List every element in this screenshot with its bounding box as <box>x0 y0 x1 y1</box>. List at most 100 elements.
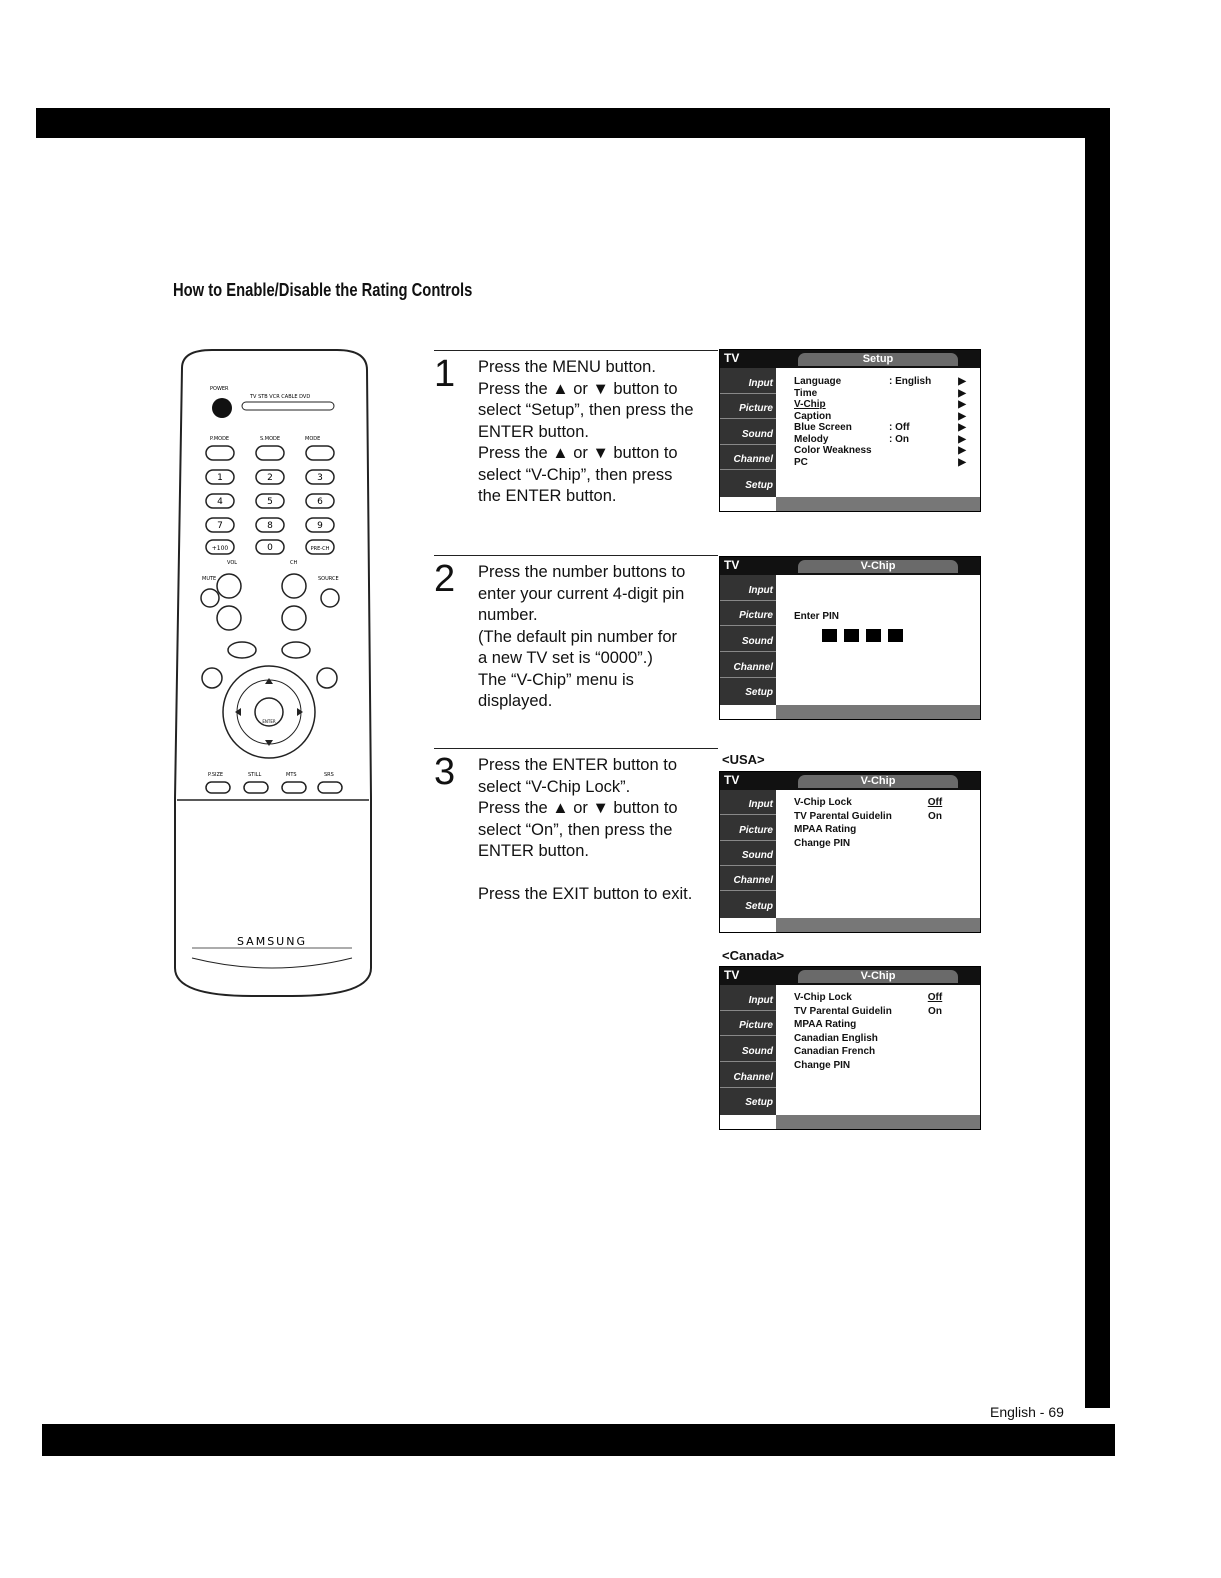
osd-sidebar-picture[interactable]: Picture <box>720 815 776 841</box>
osd-menu-row-vchip[interactable]: V-Chip▶ <box>794 399 966 411</box>
number-button-6[interactable] <box>305 493 335 509</box>
step-line: number. <box>478 606 538 624</box>
osd-menu-row-blue-screen[interactable]: Blue Screen: Off▶ <box>794 422 966 434</box>
osd-menu-row-pc[interactable]: PC▶ <box>794 457 966 469</box>
direction-pad[interactable] <box>222 665 316 759</box>
osd-sidebar-channel[interactable]: Channel <box>720 866 776 892</box>
number-label-5: 5 <box>267 497 273 507</box>
osd-sidebar-sound[interactable]: Sound <box>720 1036 776 1063</box>
osd-sidebar: Input Picture Sound Channel Setup <box>720 985 776 1115</box>
exit-button[interactable] <box>281 641 311 659</box>
menu-item-label: TV Parental Guidelin <box>794 1005 892 1017</box>
s-mode-button[interactable] <box>255 445 285 461</box>
srs-button[interactable] <box>317 781 343 794</box>
osd-sidebar-input[interactable]: Input <box>720 368 776 394</box>
menu-item-label: V-Chip <box>794 399 826 410</box>
number-button-1[interactable] <box>205 469 235 485</box>
osd-sidebar-label: Channel <box>733 1071 773 1083</box>
osd-row-change-pin[interactable]: Change PIN <box>794 837 966 851</box>
osd-tv-label: TV <box>724 351 740 365</box>
osd-sidebar-channel[interactable]: Channel <box>720 445 776 470</box>
still-button[interactable] <box>243 781 269 794</box>
ch-down-button[interactable] <box>281 605 307 631</box>
number-button-0[interactable] <box>255 539 285 555</box>
number-label-2: 2 <box>267 473 273 483</box>
mts-button[interactable] <box>281 781 307 794</box>
number-button-2[interactable] <box>255 469 285 485</box>
power-button[interactable] <box>212 398 232 418</box>
osd-sidebar-sound[interactable]: Sound <box>720 841 776 866</box>
number-button-5[interactable] <box>255 493 285 509</box>
psize-button[interactable] <box>205 781 231 794</box>
submenu-arrow-icon: ▶ <box>958 422 966 433</box>
osd-sidebar-setup[interactable]: Setup <box>720 470 776 495</box>
osd-sidebar-setup[interactable]: Setup <box>720 891 776 915</box>
ch-up-button[interactable] <box>281 573 307 599</box>
vol-up-button[interactable] <box>216 573 242 599</box>
osd-footer-bar <box>776 918 980 932</box>
step-number: 2 <box>434 558 456 600</box>
mode-button[interactable] <box>305 445 335 461</box>
osd-sidebar-picture[interactable]: Picture <box>720 601 776 627</box>
osd-row-mpaa-rating[interactable]: MPAA Rating <box>794 823 966 837</box>
antenna-button[interactable] <box>201 667 223 689</box>
menu-item-value <box>889 411 956 423</box>
osd-sidebar-input[interactable]: Input <box>720 790 776 816</box>
pin-input[interactable] <box>822 629 966 642</box>
enter-button[interactable] <box>254 697 284 727</box>
step-line: select “V-Chip”, then press <box>478 465 673 484</box>
osd-row-canadian-french[interactable]: Canadian French <box>794 1045 966 1059</box>
osd-sidebar-channel[interactable]: Channel <box>720 1062 776 1088</box>
osd-menu-row-caption[interactable]: Caption▶ <box>794 411 966 423</box>
number-button-9[interactable] <box>305 517 335 533</box>
osd-titlebar: TV V-Chip <box>720 772 980 790</box>
number-button-plus100[interactable] <box>205 539 235 555</box>
osd-sidebar-picture[interactable]: Picture <box>720 1011 776 1037</box>
osd-row-canadian-english[interactable]: Canadian English <box>794 1032 966 1046</box>
osd-menu-row-melody[interactable]: Melody: On▶ <box>794 434 966 446</box>
osd-menu-row-time[interactable]: Time▶ <box>794 388 966 400</box>
pre-ch-label: PRE-CH <box>311 546 330 552</box>
top-border-bar <box>36 108 1110 138</box>
menu-item-value: On <box>928 810 942 822</box>
info-button[interactable] <box>316 667 338 689</box>
step-line: select “Setup”, then press the <box>478 401 694 419</box>
osd-sidebar-sound[interactable]: Sound <box>720 626 776 653</box>
mute-button[interactable] <box>200 588 220 608</box>
osd-sidebar-sound[interactable]: Sound <box>720 419 776 445</box>
osd-row-change-pin[interactable]: Change PIN <box>794 1059 966 1073</box>
osd-sidebar-setup[interactable]: Setup <box>720 678 776 703</box>
mode-select-switch[interactable] <box>241 401 335 411</box>
osd-menu-row-language[interactable]: Language: English▶ <box>794 376 966 388</box>
vol-down-button[interactable] <box>216 605 242 631</box>
osd-menu-row-color-weakness[interactable]: Color Weakness▶ <box>794 445 966 457</box>
step-line: (The default pin number for <box>478 627 678 646</box>
osd-sidebar-label: Input <box>748 799 773 811</box>
osd-row-mpaa-rating[interactable]: MPAA Rating <box>794 1018 966 1032</box>
osd-sidebar-setup[interactable]: Setup <box>720 1088 776 1113</box>
p-mode-button[interactable] <box>205 445 235 461</box>
step-line: Press the ENTER button to <box>478 756 678 774</box>
menu-button[interactable] <box>227 641 257 659</box>
menu-item-value: Off <box>927 797 943 808</box>
osd-titlebar: TV V-Chip <box>720 557 980 575</box>
number-button-3[interactable] <box>305 469 335 485</box>
number-button-4[interactable] <box>205 493 235 509</box>
osd-sidebar-channel[interactable]: Channel <box>720 652 776 678</box>
section-heading: How to Enable/Disable the Rating Control… <box>173 280 473 300</box>
osd-sidebar-label: Sound <box>741 636 773 648</box>
osd-sidebar-input[interactable]: Input <box>720 985 776 1011</box>
submenu-arrow-icon: ▶ <box>958 376 966 387</box>
osd-sidebar-picture[interactable]: Picture <box>720 394 776 419</box>
number-button-8[interactable] <box>255 517 285 533</box>
number-button-7[interactable] <box>205 517 235 533</box>
menu-item-label: MPAA Rating <box>794 824 857 835</box>
osd-sidebar-input[interactable]: Input <box>720 575 776 601</box>
source-button[interactable] <box>320 588 340 608</box>
pre-ch-button[interactable] <box>305 539 335 555</box>
